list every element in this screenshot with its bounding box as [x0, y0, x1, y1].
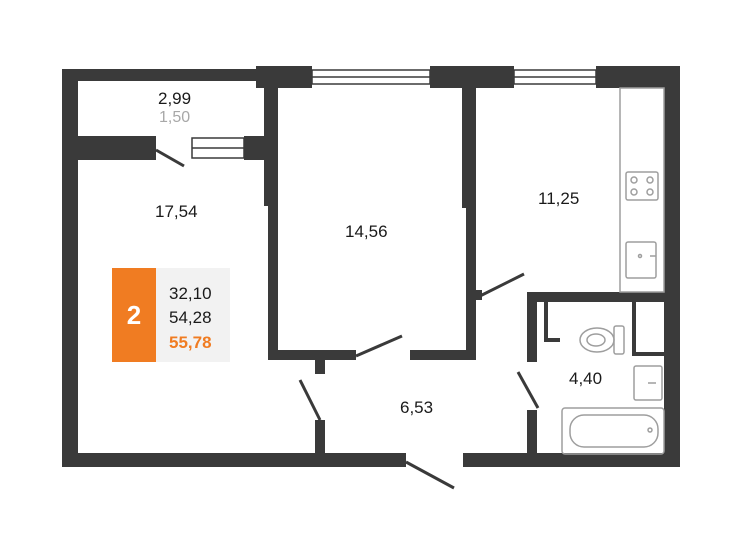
total-area-value: 54,28 — [169, 308, 212, 327]
stove-icon — [625, 171, 659, 201]
rooms-count-badge: 2 — [112, 268, 156, 362]
apartment-summary-badge: 2 32,10 54,28 55,78 — [112, 268, 230, 362]
living-room-area: 17,54 — [155, 202, 198, 221]
washbasin-icon — [633, 365, 663, 401]
window-icon — [191, 137, 245, 159]
balcony-reduced-area: 1,50 — [159, 109, 191, 126]
walls — [62, 66, 680, 467]
door-icon — [155, 148, 540, 490]
window-icon — [311, 69, 431, 85]
sink-icon — [625, 241, 657, 279]
kitchen-counter — [619, 87, 665, 293]
hall-area: 6,53 — [400, 398, 434, 417]
window-icon — [513, 69, 597, 85]
bedroom-area: 14,56 — [345, 222, 388, 241]
bathtub-icon — [561, 407, 665, 455]
total-with-balcony-value: 55,78 — [169, 333, 212, 352]
balcony-total-area: 2,99 — [158, 89, 192, 108]
toilet-icon — [579, 325, 625, 355]
living-area-value: 32,10 — [169, 284, 212, 303]
bathroom-area: 4,40 — [569, 369, 603, 388]
kitchen-area: 11,25 — [538, 189, 580, 208]
